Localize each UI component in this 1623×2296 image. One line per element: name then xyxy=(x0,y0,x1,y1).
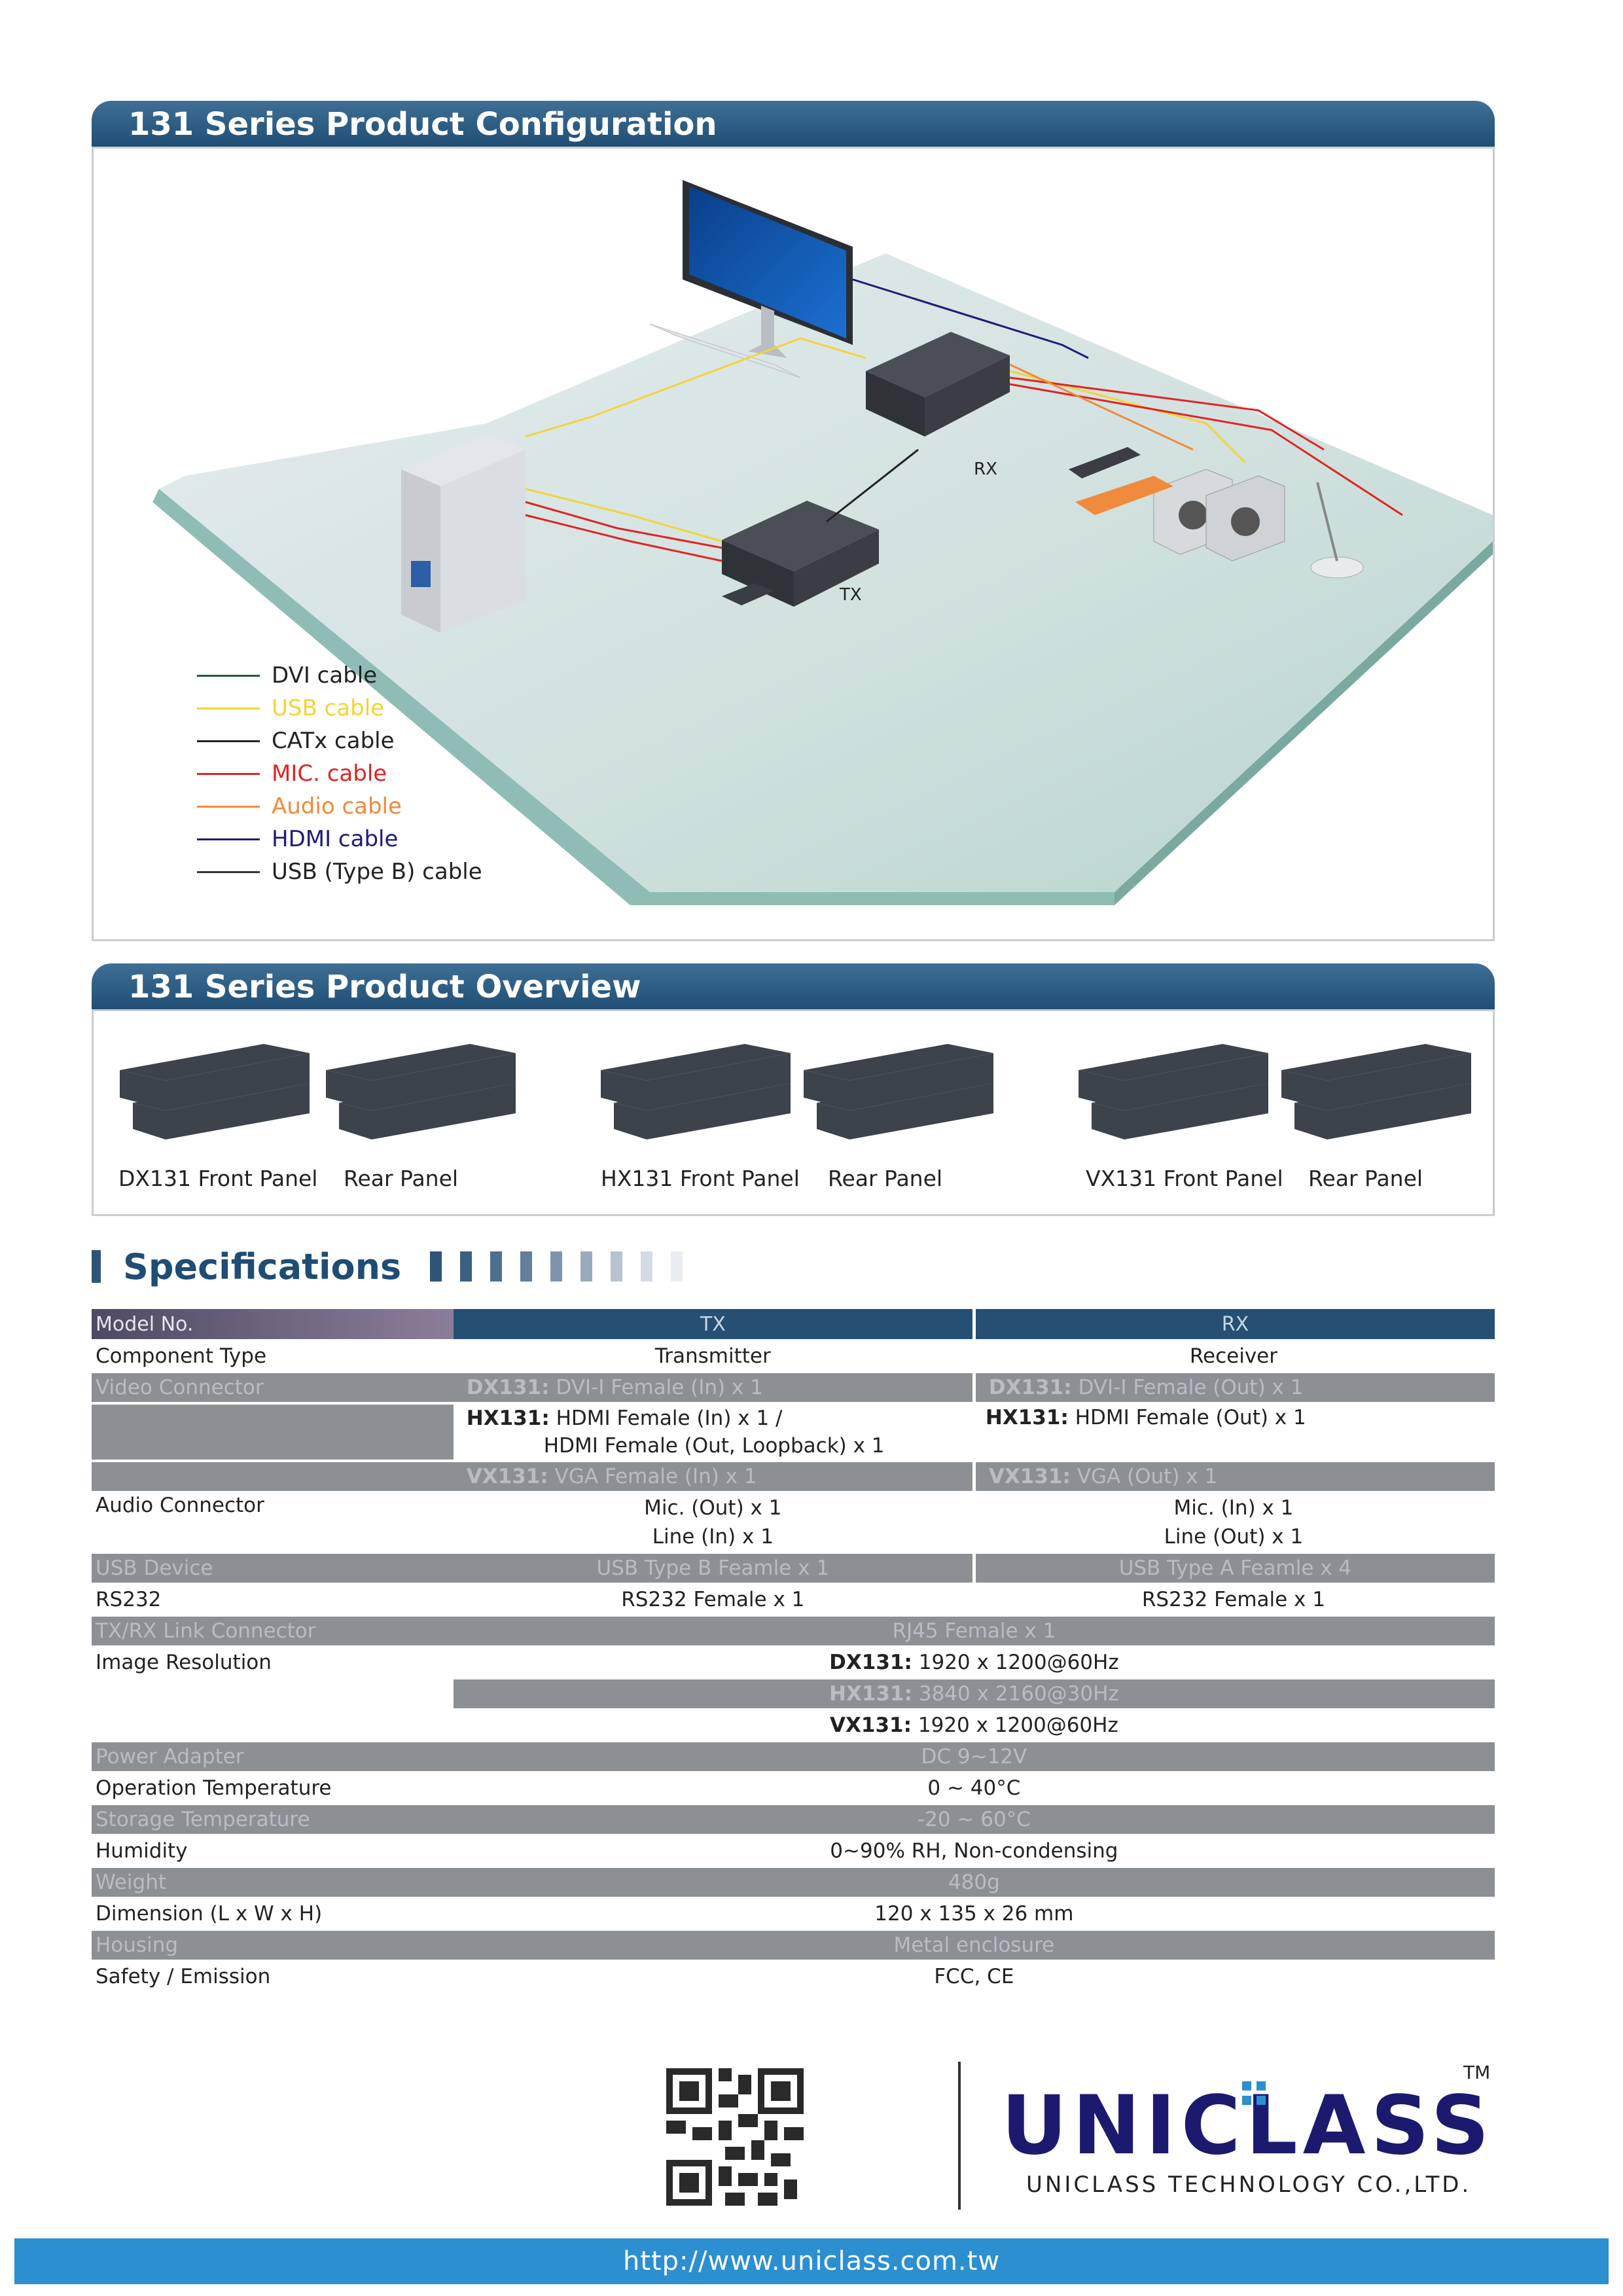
specifications-table: Model No. TX RX Component Type Transmitt… xyxy=(92,1306,1495,1994)
caption-dx131-rear: Rear Panel xyxy=(344,1166,459,1191)
tx-label: TX xyxy=(839,585,862,605)
caption-vx131-rear: Rear Panel xyxy=(1308,1166,1423,1191)
header-rx: RX xyxy=(972,1309,1495,1339)
rx-label: RX xyxy=(974,459,997,479)
table-row: HX131: HDMI Female (In) x 1 / HDMI Femal… xyxy=(92,1405,1495,1460)
table-row: Operation Temperature 0 ~ 40°C xyxy=(96,1776,1021,1800)
header-tx: TX xyxy=(453,1309,972,1339)
pc-tower-icon xyxy=(401,434,526,633)
svg-text:UNICLASS: UNICLASS xyxy=(1001,2081,1495,2160)
config-section-title: 131 Series Product Configuration xyxy=(92,101,1495,148)
configuration-diagram: RX TX xyxy=(152,180,1493,905)
legend-item-usb-type-b: USB (Type B) cable xyxy=(197,855,482,888)
legend-item-usb: USB cable xyxy=(197,692,384,725)
table-row: Safety / Emission FCC, CE xyxy=(96,1965,1014,1988)
dx131-front-image xyxy=(120,1044,310,1139)
table-row: Humidity 0~90% RH, Non-condensing xyxy=(96,1839,1118,1863)
hx131-front-image xyxy=(601,1044,791,1139)
table-row: Housing Metal enclosure xyxy=(92,1931,1495,1960)
speaker-icon xyxy=(1153,469,1285,562)
product-photos xyxy=(120,1044,1471,1139)
rx-device xyxy=(866,332,1010,437)
table-row: TX/RX Link Connector RJ45 Female x 1 xyxy=(92,1617,1495,1645)
table-header-row: Model No. TX RX xyxy=(92,1309,1495,1339)
vx131-rear-image xyxy=(1281,1044,1471,1139)
table-row: HX131: 3840 x 2160@30Hz xyxy=(92,1679,1495,1708)
hx131-rear-image xyxy=(804,1044,993,1139)
overview-section-title: 131 Series Product Overview xyxy=(92,963,1495,1011)
trademark-mark: TM xyxy=(1463,2062,1491,2083)
table-row: Video Connector DX131: DVI-I Female (In)… xyxy=(92,1373,1495,1402)
config-panel: RX TX xyxy=(92,147,1495,941)
overview-panel: DX131 Front Panel Rear Panel HX131 Front… xyxy=(92,1009,1495,1216)
table-row: Weight 480g xyxy=(92,1868,1495,1897)
header-model: Model No. xyxy=(92,1309,454,1339)
legend-item-catx: CATx cable xyxy=(197,725,395,757)
tx-device xyxy=(722,501,879,607)
website-url[interactable]: http://www.uniclass.com.tw xyxy=(14,2238,1609,2284)
monitor-icon xyxy=(649,180,853,378)
caption-hx131-front: HX131 Front Panel xyxy=(601,1166,800,1191)
caption-dx131-front: DX131 Front Panel xyxy=(118,1166,318,1191)
table-row: VX131: 1920 x 1200@60Hz xyxy=(830,1713,1118,1737)
dx131-rear-image xyxy=(326,1044,516,1139)
power-adapter-icon xyxy=(722,583,774,605)
footer-divider xyxy=(958,2062,961,2210)
cables xyxy=(525,278,1403,562)
caption-hx131-rear: Rear Panel xyxy=(828,1166,943,1191)
table-row: VX131: VGA Female (In) x 1 VX131: VGA (O… xyxy=(92,1462,1495,1491)
specifications-title: Specifications xyxy=(92,1244,683,1289)
table-row: Power Adapter DC 9~12V xyxy=(92,1742,1495,1771)
legend-item-audio: Audio cable xyxy=(197,790,402,823)
uniclass-logo: UNICLASS xyxy=(1001,2081,1495,2160)
legend-item-dvi: DVI cable xyxy=(197,659,377,692)
table-row: Image Resolution DX131: 1920 x 1200@60Hz xyxy=(96,1651,1119,1674)
table-row: USB Device USB Type B Feamle x 1 USB Typ… xyxy=(92,1554,1495,1583)
caption-vx131-front: VX131 Front Panel xyxy=(1086,1166,1283,1191)
qr-code-icon xyxy=(666,2068,804,2206)
vx131-front-image xyxy=(1079,1044,1268,1139)
company-name: UNICLASS TECHNOLOGY CO.,LTD. xyxy=(1026,2172,1472,2198)
table-row: Storage Temperature -20 ~ 60°C xyxy=(92,1805,1495,1834)
microphone-icon xyxy=(1310,482,1364,579)
table-row: RS232 RS232 Female x 1 RS232 Female x 1 xyxy=(96,1588,1325,1611)
legend-item-hdmi: HDMI cable xyxy=(197,823,398,855)
legend-item-mic: MIC. cable xyxy=(197,757,387,790)
table-row: Dimension (L x W x H) 120 x 135 x 26 mm xyxy=(96,1902,1074,1926)
usb-dongle-icon xyxy=(1069,447,1173,515)
table-row: Component Type Transmitter Receiver xyxy=(96,1344,1277,1368)
